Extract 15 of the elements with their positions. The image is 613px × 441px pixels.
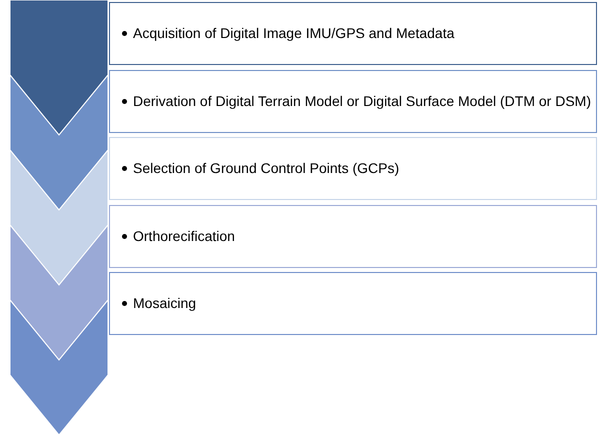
step-box [109, 272, 597, 335]
chevron-shape [10, 300, 108, 435]
step-box [109, 70, 597, 132]
chevron-shape [10, 75, 108, 210]
step-text: Acquisition of Digital Image IMU/GPS and Metadata [133, 25, 454, 42]
step-text: Selection of Ground Control Points (GCPs) [133, 160, 400, 177]
chevron-shape [10, 150, 108, 285]
step-box [109, 204, 597, 268]
chevron-shape [10, 0, 108, 135]
step-text: Mosaicing [133, 295, 196, 312]
step-box [109, 137, 597, 200]
step-text: Orthorecification [133, 228, 235, 244]
step-box [109, 2, 597, 65]
step-text: Derivation of Digital Terrain Model or Digital Surface Model (DTM or DSM) [133, 92, 592, 110]
chevron-shape [10, 225, 108, 360]
